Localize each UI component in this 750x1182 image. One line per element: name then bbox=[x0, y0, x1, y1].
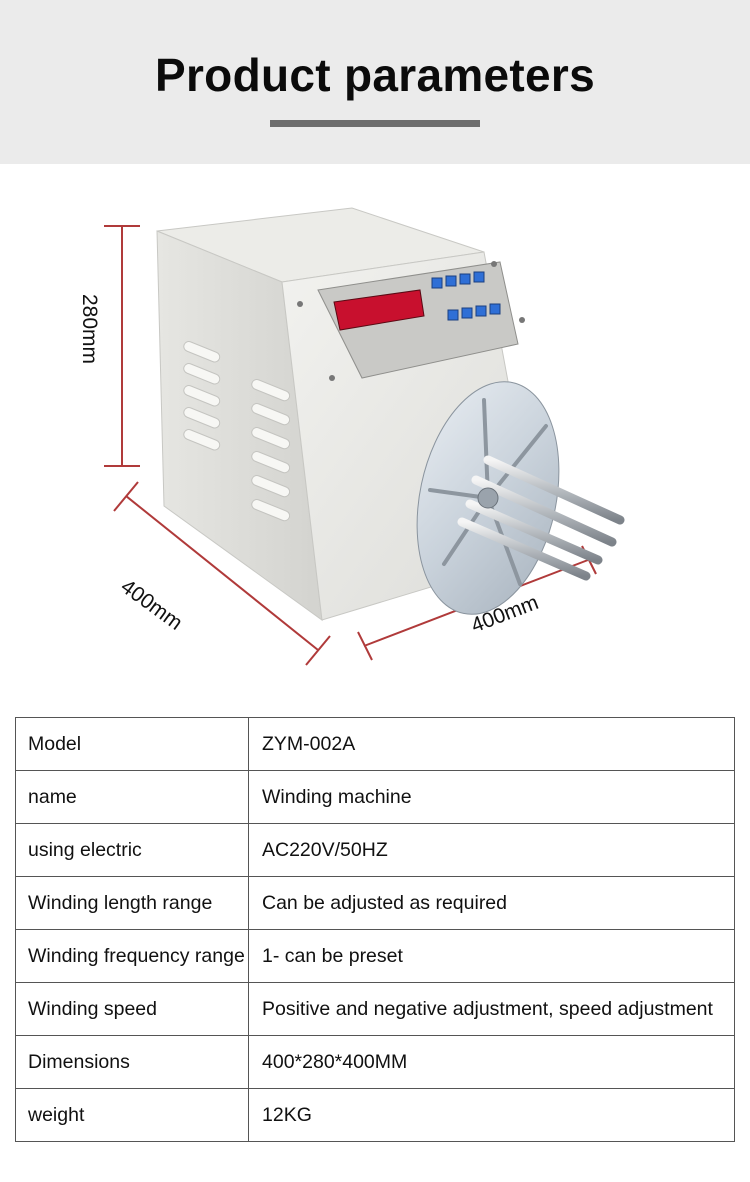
machine-body bbox=[156, 207, 541, 622]
param-key: using electric bbox=[15, 823, 249, 877]
product-figure: 280mm 400mm 400mm bbox=[0, 164, 750, 704]
table-row: using electric AC220V/50HZ bbox=[15, 823, 735, 877]
machine-illustration bbox=[104, 207, 625, 666]
table-row: Winding frequency range 1- can be preset bbox=[15, 929, 735, 983]
control-panel bbox=[317, 261, 519, 379]
panel-buttons bbox=[431, 271, 501, 321]
winding-disc bbox=[416, 381, 625, 615]
table-row: Model ZYM-002A bbox=[15, 717, 735, 771]
param-value: 1- can be preset bbox=[248, 929, 735, 983]
param-key: Dimensions bbox=[15, 1035, 249, 1089]
height-dimension-label: 280mm bbox=[78, 293, 102, 365]
param-key: Winding length range bbox=[15, 876, 249, 930]
param-value: AC220V/50HZ bbox=[248, 823, 735, 877]
param-key: Winding speed bbox=[15, 982, 249, 1036]
param-value: Positive and negative adjustment, speed … bbox=[248, 982, 735, 1036]
parameters-table: Model ZYM-002A name Winding machine usin… bbox=[15, 717, 735, 1142]
table-row: name Winding machine bbox=[15, 770, 735, 824]
table-row: Winding length range Can be adjusted as … bbox=[15, 876, 735, 930]
param-value: Can be adjusted as required bbox=[248, 876, 735, 930]
param-key: Winding frequency range bbox=[15, 929, 249, 983]
param-value: 12KG bbox=[248, 1088, 735, 1142]
table-row: weight 12KG bbox=[15, 1088, 735, 1142]
table-row: Dimensions 400*280*400MM bbox=[15, 1035, 735, 1089]
title-underline bbox=[270, 120, 480, 127]
display-red bbox=[333, 289, 425, 331]
table-row: Winding speed Positive and negative adju… bbox=[15, 982, 735, 1036]
param-value: Winding machine bbox=[248, 770, 735, 824]
param-key: name bbox=[15, 770, 249, 824]
param-key: weight bbox=[15, 1088, 249, 1142]
param-value: ZYM-002A bbox=[248, 717, 735, 771]
param-value: 400*280*400MM bbox=[248, 1035, 735, 1089]
header-banner: Product parameters bbox=[0, 0, 750, 164]
param-key: Model bbox=[15, 717, 249, 771]
page-title: Product parameters bbox=[155, 49, 595, 101]
